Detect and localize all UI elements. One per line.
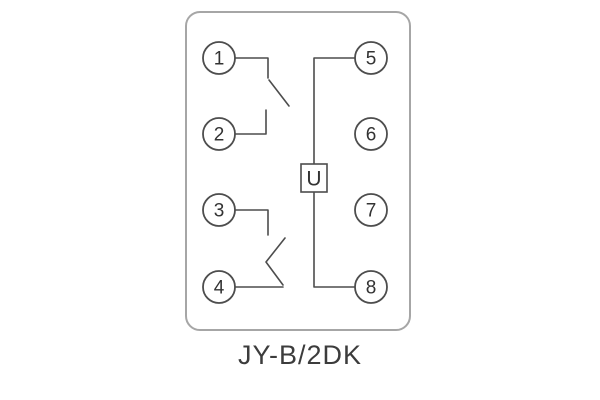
wire-u-to-terminal8: [313, 191, 356, 288]
terminal-circle-3: [202, 193, 236, 227]
contact-blade-1-2: [268, 79, 290, 107]
terminal-circle-4: [202, 270, 236, 304]
wire-terminal1-stub: [234, 57, 269, 79]
wire-terminal2-stub: [234, 109, 267, 135]
contact-blade-3-4: [265, 237, 286, 286]
terminal-number-3: 3: [214, 201, 225, 222]
voltage-element-label: U: [306, 168, 321, 191]
terminal-number-1: 1: [214, 49, 225, 70]
terminal-circle-1: [202, 41, 236, 75]
voltage-element-box: [300, 163, 328, 193]
diagram-title: JY-B/2DK: [237, 340, 363, 370]
terminal-number-6: 6: [366, 125, 377, 146]
terminal-circle-7: [354, 193, 388, 227]
terminal-circle-8: [354, 270, 388, 304]
terminal-number-5: 5: [366, 49, 377, 70]
terminal-circle-6: [354, 117, 388, 151]
terminal-circle-5: [354, 41, 388, 75]
wire-terminal3-stub: [234, 209, 269, 236]
terminal-number-2: 2: [214, 125, 225, 146]
terminal-circle-2: [202, 117, 236, 151]
terminal-number-8: 8: [366, 278, 377, 299]
terminal-number-4: 4: [214, 278, 225, 299]
wire-terminal5-to-u: [313, 57, 356, 165]
relay-outline-frame: [185, 11, 411, 331]
terminal-number-7: 7: [366, 201, 377, 222]
